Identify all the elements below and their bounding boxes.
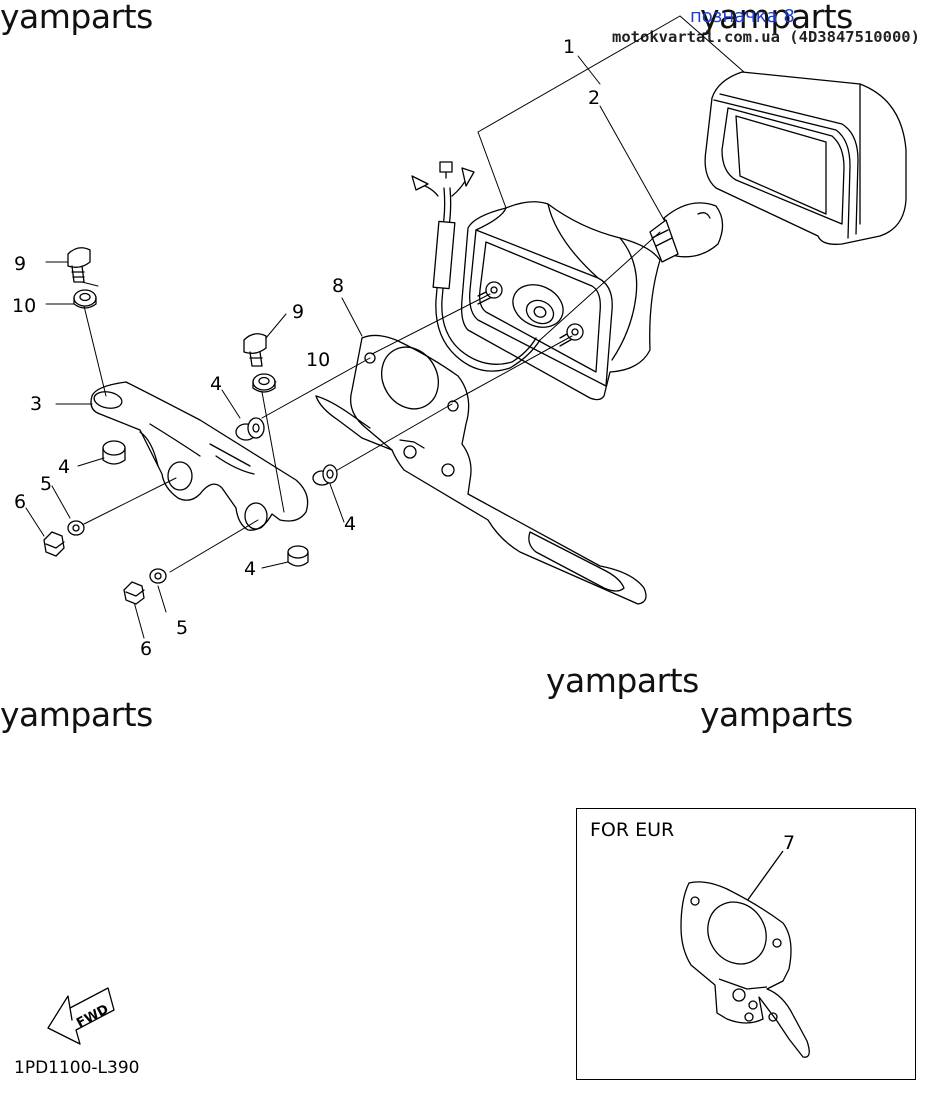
eur-variant-box: FOR EUR 7 (576, 808, 916, 1080)
callout-4: 4 (210, 373, 222, 395)
source-line: motokvartal.com.ua (4D3847510000) (612, 28, 920, 46)
bolt[interactable] (243, 333, 267, 367)
marker-link[interactable]: позначка 8 (690, 6, 795, 27)
watermark: yamparts (0, 695, 153, 734)
nut[interactable] (43, 531, 65, 557)
washer[interactable] (149, 568, 167, 584)
watermark: yamparts (546, 661, 699, 700)
grommet[interactable] (102, 440, 126, 465)
grommet[interactable] (312, 464, 338, 486)
callout-4: 4 (244, 558, 256, 580)
callout-1: 1 (563, 36, 575, 58)
callout-7: 7 (783, 832, 795, 854)
callout-9: 9 (14, 253, 26, 275)
callout-6: 6 (140, 638, 152, 660)
watermark: yamparts (700, 0, 853, 36)
eur-label: FOR EUR (590, 819, 675, 841)
watermark: yamparts (700, 695, 853, 734)
callout-6: 6 (14, 491, 26, 513)
callout-4: 4 (58, 456, 70, 478)
washer[interactable] (67, 520, 85, 536)
bulb[interactable] (649, 202, 724, 263)
wire-harness[interactable] (411, 161, 541, 372)
washer[interactable] (252, 373, 276, 393)
diagram-code: 1PD1100-L390 (14, 1058, 140, 1078)
tail-lamp-lens[interactable] (704, 71, 907, 245)
callout-5: 5 (40, 473, 52, 495)
callout-8: 8 (332, 275, 344, 297)
callout-2: 2 (588, 87, 600, 109)
callout-10: 10 (12, 295, 36, 317)
tail-lamp-housing[interactable] (460, 201, 661, 401)
frame-bracket[interactable] (90, 381, 309, 531)
eur-plate-bracket[interactable]: 7 (577, 809, 915, 1079)
license-plate-bracket[interactable] (315, 334, 647, 605)
washer[interactable] (73, 289, 97, 309)
grommet[interactable] (235, 417, 265, 441)
callout-4: 4 (344, 513, 356, 535)
fwd-arrow-icon (47, 987, 115, 1045)
callout-5: 5 (176, 617, 188, 639)
nut[interactable] (123, 581, 145, 605)
grommet[interactable] (287, 545, 309, 567)
watermark: yamparts (0, 0, 153, 36)
callout-10: 10 (306, 349, 330, 371)
callout-3: 3 (30, 393, 42, 415)
bolt[interactable] (67, 247, 91, 283)
callout-9: 9 (292, 301, 304, 323)
